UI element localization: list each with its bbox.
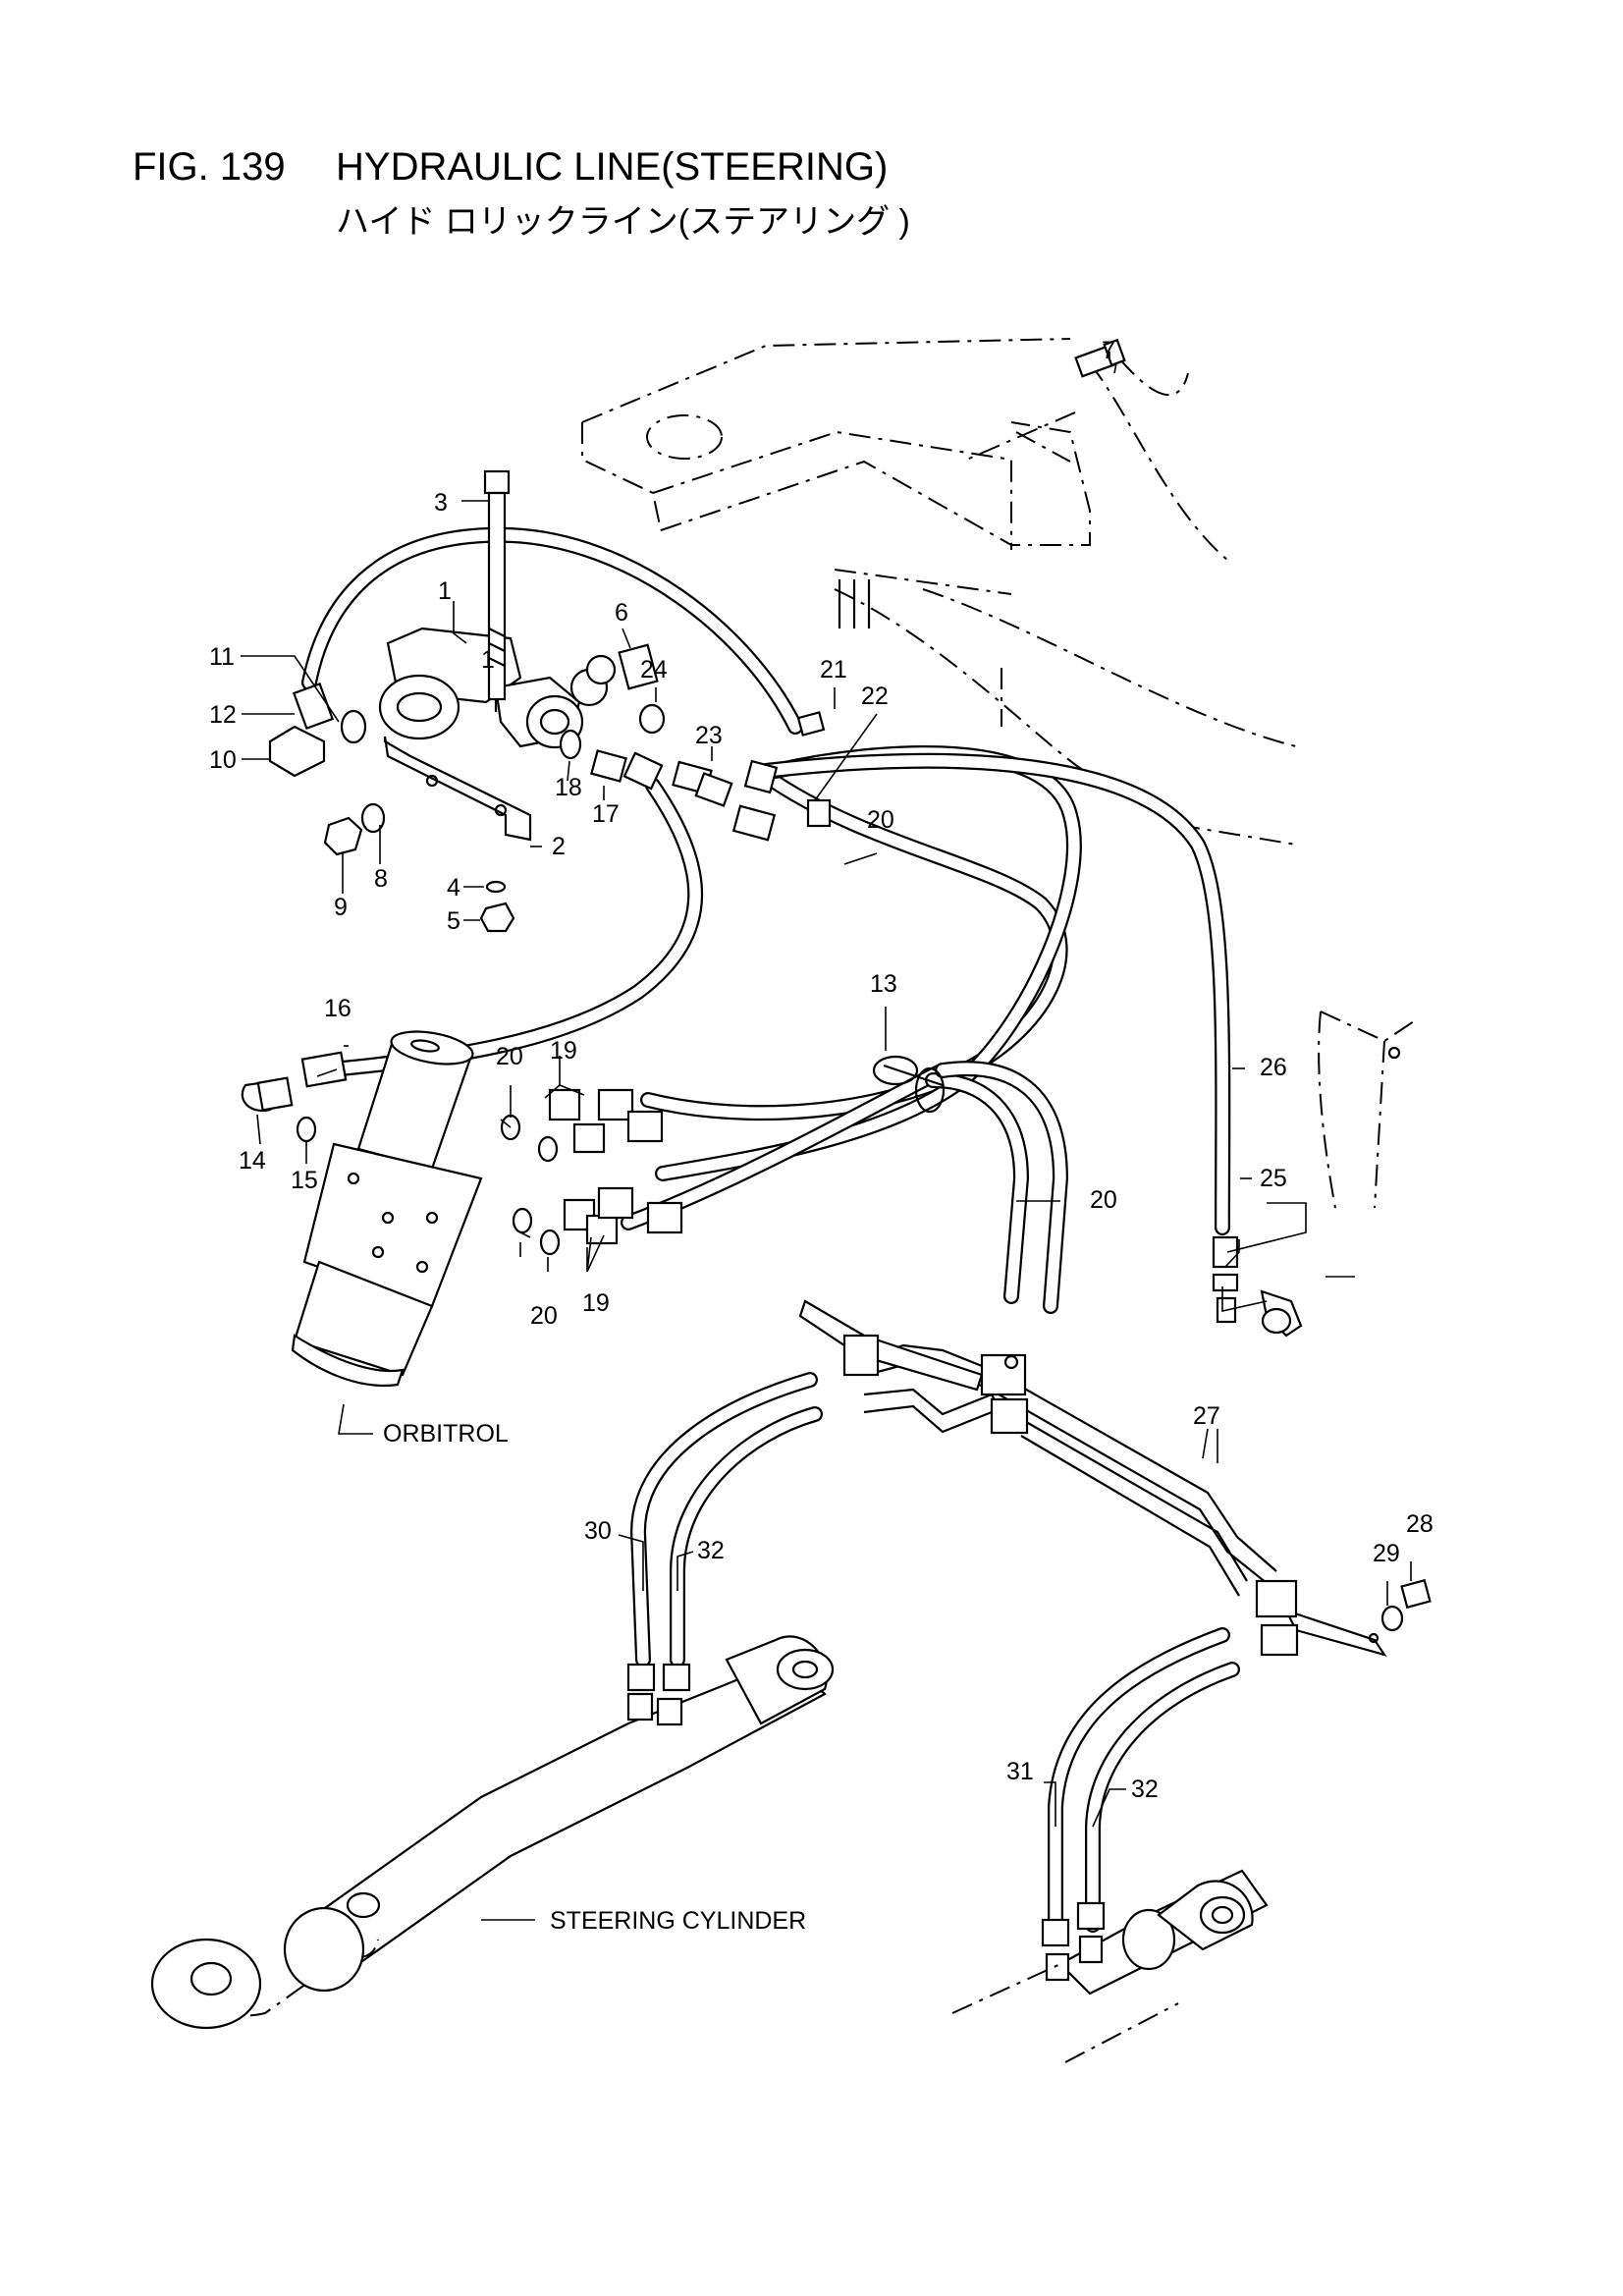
callout-32b: 31 [1006,1758,1034,1785]
small-parts [268,643,1432,1632]
steering-cylinder-left [150,1635,835,2030]
figure-number: FIG. 139 [133,145,286,189]
callout-21: 20 [1090,1186,1117,1214]
callout-15: 15 [291,1167,318,1194]
callout-20b: 20 [530,1302,558,1330]
callout-29: 27 [1193,1402,1220,1430]
callout-11: 11 [209,643,235,671]
callout-25: 23 [695,722,723,749]
callout-28: 26 [1260,1054,1287,1081]
callout-32a: 30 [584,1517,612,1545]
callout-20a: 20 [496,1043,523,1070]
callout-12: 12 [209,701,237,729]
callout-5: 5 [447,907,460,935]
clamp-13 [872,1055,946,1114]
valve-body-1 [378,627,617,842]
leader-lines [241,352,1412,1828]
callout-6: 6 [615,599,628,627]
callout-labels: 3 1 1 11 12 10 9 8 2 4 5 6 7 18 17 24 23… [209,337,1434,1803]
steering-cylinder-label: STEERING CYLINDER [550,1907,806,1935]
callout-13: 13 [870,970,897,998]
orbitrol-fittings [241,1051,683,1256]
callout-26: 24 [640,656,668,683]
callout-27: 25 [1260,1165,1287,1192]
bolt-3 [483,469,511,701]
callout-16: 16 [324,995,352,1022]
callout-19a: 19 [550,1037,577,1065]
callout-30: 28 [1406,1510,1434,1538]
steering-cylinder-right [951,1869,1269,2063]
callout-3: 3 [434,489,448,517]
callout-4: 4 [447,874,460,902]
callout-19b: 19 [582,1289,610,1317]
callout-24: 22 [861,683,889,710]
orbitrol [291,1030,483,1435]
callout-2: 2 [552,833,566,860]
callout-22: 20 [867,806,894,834]
figure-title: HYDRAULIC LINE(STEERING) [336,145,889,189]
callout-8: 8 [374,865,388,893]
bolt-7 [1074,338,1126,378]
callout-9: 9 [334,894,348,921]
chassis-frame [581,338,1415,1209]
callout-33a: 32 [697,1537,725,1564]
callout-1: 1 [438,577,452,605]
steel-pipe-29 [798,1299,1387,1657]
callout-14: 14 [239,1147,266,1175]
callout-33b: 32 [1131,1776,1159,1803]
callout-10: 10 [209,746,237,774]
callout-1b: 1 [481,646,495,674]
callout-7: 7 [1102,337,1115,364]
callout-31: 29 [1373,1540,1400,1567]
callout-17: 17 [592,800,620,828]
callout-23: 21 [820,656,847,683]
orbitrol-label: ORBITROL [383,1420,509,1448]
figure-subtitle: ハイド ロリックライン(ステアリング ) [336,203,910,241]
callout-18: 18 [555,774,582,801]
